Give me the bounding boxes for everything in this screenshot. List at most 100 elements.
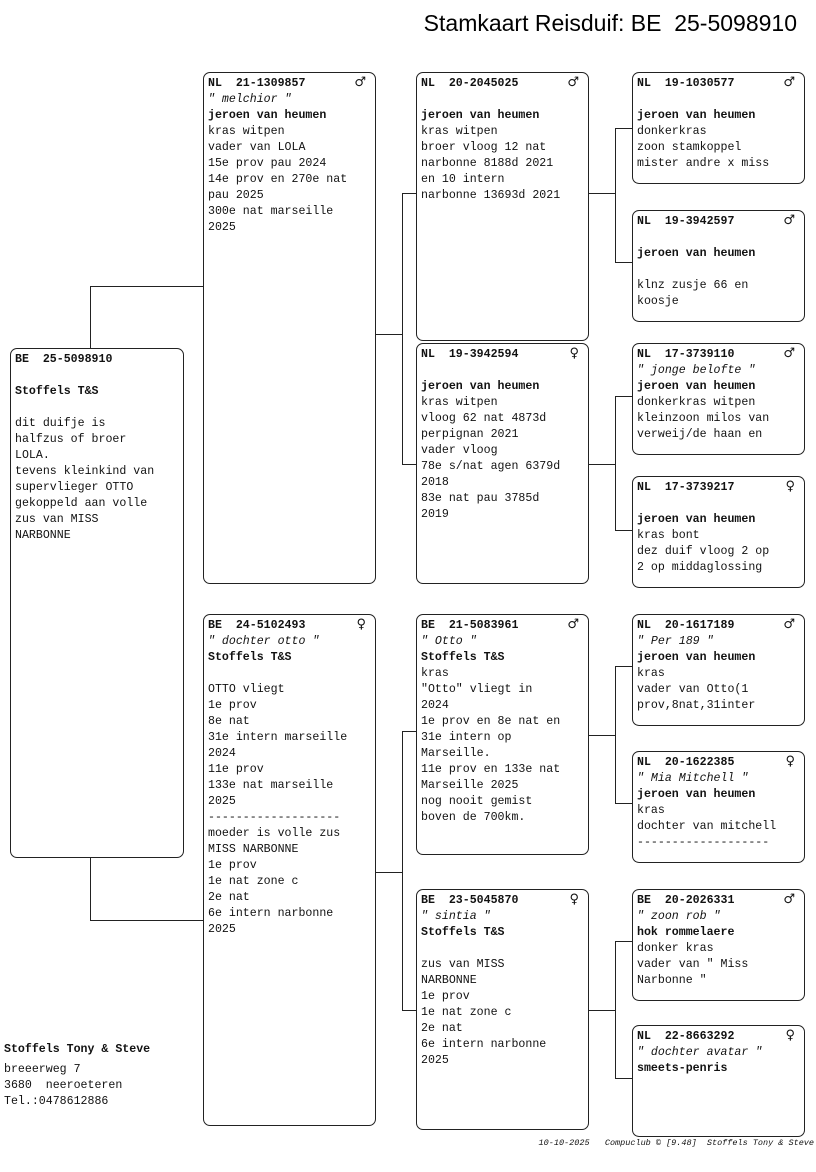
page-title: Stamkaart Reisduif: BE 25-5098910 — [423, 10, 797, 36]
pigeon-card-sire[interactable]: NL 21-1309857♂" melchior "jeroen van heu… — [203, 72, 376, 584]
pigeon-note: 14e prov en 270e nat — [208, 173, 348, 186]
female-icon: ♀ — [356, 617, 366, 632]
breeder-street: breeerweg 7 — [4, 1063, 81, 1076]
male-icon: ♂ — [783, 617, 795, 632]
pigeon-name — [637, 230, 804, 246]
pigeon-note: vader van Otto(1 — [637, 683, 749, 696]
pigeon-note: donker kras — [637, 942, 714, 955]
pigeon-name — [637, 496, 804, 512]
pigeon-note: "Otto" vliegt in — [421, 683, 533, 696]
pigeon-note: mister andre x miss — [637, 157, 770, 170]
pigeon-note: 1e nat zone c — [208, 875, 299, 888]
pigeon-card-dds[interactable]: BE 20-2026331♂" zoon rob "hok rommelaere… — [632, 889, 805, 1001]
pigeon-note: prov,8nat,31inter — [637, 699, 756, 712]
pigeon-note: koosje — [637, 295, 679, 308]
pigeon-owner: jeroen van heumen — [421, 380, 540, 393]
pigeon-card-dsd[interactable]: NL 20-1622385♀" Mia Mitchell "jeroen van… — [632, 751, 805, 863]
pigeon-note: en 10 intern — [421, 173, 505, 186]
pigeon-note: pau 2025 — [208, 189, 264, 202]
ring-number: BE 23-5045870 — [421, 894, 519, 907]
female-icon: ♀ — [785, 479, 795, 494]
pigeon-name: " zoon rob " — [637, 910, 721, 923]
pigeon-note: nog nooit gemist — [421, 795, 533, 808]
pigeon-name: " melchior " — [208, 93, 292, 106]
pigeon-note: OTTO vliegt — [208, 683, 285, 696]
pigeon-note: kras witpen — [421, 125, 498, 138]
pigeon-note: broer vloog 12 nat — [421, 141, 547, 154]
female-icon: ♀ — [785, 754, 795, 769]
pigeon-note — [208, 666, 375, 682]
pigeon-note: 2025 — [208, 221, 236, 234]
pigeon-card-ddd[interactable]: NL 22-8663292♀" dochter avatar "smeets-p… — [632, 1025, 805, 1137]
pigeon-note — [421, 941, 588, 957]
breeder-city: 3680 neeroeteren — [4, 1079, 123, 1092]
pigeon-name — [421, 92, 588, 108]
pigeon-note: 2025 — [208, 795, 236, 808]
pigeon-note: vader van LOLA — [208, 141, 306, 154]
female-icon: ♀ — [569, 346, 579, 361]
pigeon-card-dss[interactable]: NL 20-1617189♂" Per 189 "jeroen van heum… — [632, 614, 805, 726]
pigeon-note: 6e intern narbonne — [208, 907, 334, 920]
pigeon-name — [15, 368, 183, 384]
pigeon-name: " dochter otto " — [208, 635, 320, 648]
pigeon-name — [421, 363, 588, 379]
pigeon-name — [637, 92, 804, 108]
footer: 10-10-2025 Compuclub © [9.48] Stoffels T… — [538, 1138, 814, 1148]
female-icon: ♀ — [569, 892, 579, 907]
pigeon-card-sds[interactable]: NL 17-3739110♂" jonge belofte "jeroen va… — [632, 343, 805, 455]
ring-number: NL 19-3942597 — [637, 215, 735, 228]
pigeon-note: 1e prov — [421, 990, 470, 1003]
female-icon: ♀ — [785, 1028, 795, 1043]
pigeon-note: 31e intern marseille — [208, 731, 348, 744]
pigeon-name: " dochter avatar " — [637, 1046, 763, 1059]
ring-number: BE 25-5098910 — [15, 353, 113, 366]
male-icon: ♂ — [567, 617, 579, 632]
pigeon-note: Marseille 2025 — [421, 779, 519, 792]
ring-number: BE 21-5083961 — [421, 619, 519, 632]
pigeon-note: 83e nat pau 3785d — [421, 492, 540, 505]
pigeon-note: kleinzoon milos van — [637, 412, 770, 425]
pigeon-note: boven de 700km. — [421, 811, 526, 824]
pigeon-owner: smeets-penris — [637, 1062, 728, 1075]
pigeon-owner: Stoffels T&S — [15, 385, 99, 398]
ring-number: NL 17-3739217 — [637, 481, 735, 494]
male-icon: ♂ — [783, 213, 795, 228]
pigeon-owner: Stoffels T&S — [421, 651, 505, 664]
pigeon-note: ------------------- — [637, 836, 770, 849]
pigeon-note: 11e prov en 133e nat — [421, 763, 561, 776]
pigeon-note: LOLA. — [15, 449, 50, 462]
pigeon-owner: jeroen van heumen — [637, 247, 756, 260]
pigeon-note: 133e nat marseille — [208, 779, 334, 792]
male-icon: ♂ — [567, 75, 579, 90]
pigeon-note: Marseille. — [421, 747, 491, 760]
pigeon-note: dez duif vloog 2 op — [637, 545, 770, 558]
pigeon-name: " jonge belofte " — [637, 364, 756, 377]
pigeon-note: Narbonne " — [637, 974, 707, 987]
pigeon-note: kras — [637, 667, 665, 680]
ring-number: NL 19-3942594 — [421, 348, 519, 361]
pigeon-note: MISS NARBONNE — [208, 843, 299, 856]
pigeon-name: " Per 189 " — [637, 635, 714, 648]
pigeon-note: dit duifje is — [15, 417, 106, 430]
pigeon-note: vloog 62 nat 4873d — [421, 412, 547, 425]
pigeon-owner: Stoffels T&S — [421, 926, 505, 939]
pigeon-note: 15e prov pau 2024 — [208, 157, 327, 170]
pigeon-note: donkerkras witpen — [637, 396, 756, 409]
pigeon-note: 1e prov — [208, 859, 257, 872]
pigeon-owner: jeroen van heumen — [637, 651, 756, 664]
pigeon-note: moeder is volle zus — [208, 827, 341, 840]
pigeon-note: supervlieger OTTO — [15, 481, 134, 494]
pigeon-card-dam[interactable]: BE 24-5102493♀" dochter otto "Stoffels T… — [203, 614, 376, 1126]
pigeon-note: dochter van mitchell — [637, 820, 777, 833]
breeder-info: Stoffels Tony & Steve breeerweg 7 3680 n… — [4, 1042, 150, 1110]
pigeon-owner: jeroen van heumen — [637, 788, 756, 801]
ring-number: NL 21-1309857 — [208, 77, 306, 90]
